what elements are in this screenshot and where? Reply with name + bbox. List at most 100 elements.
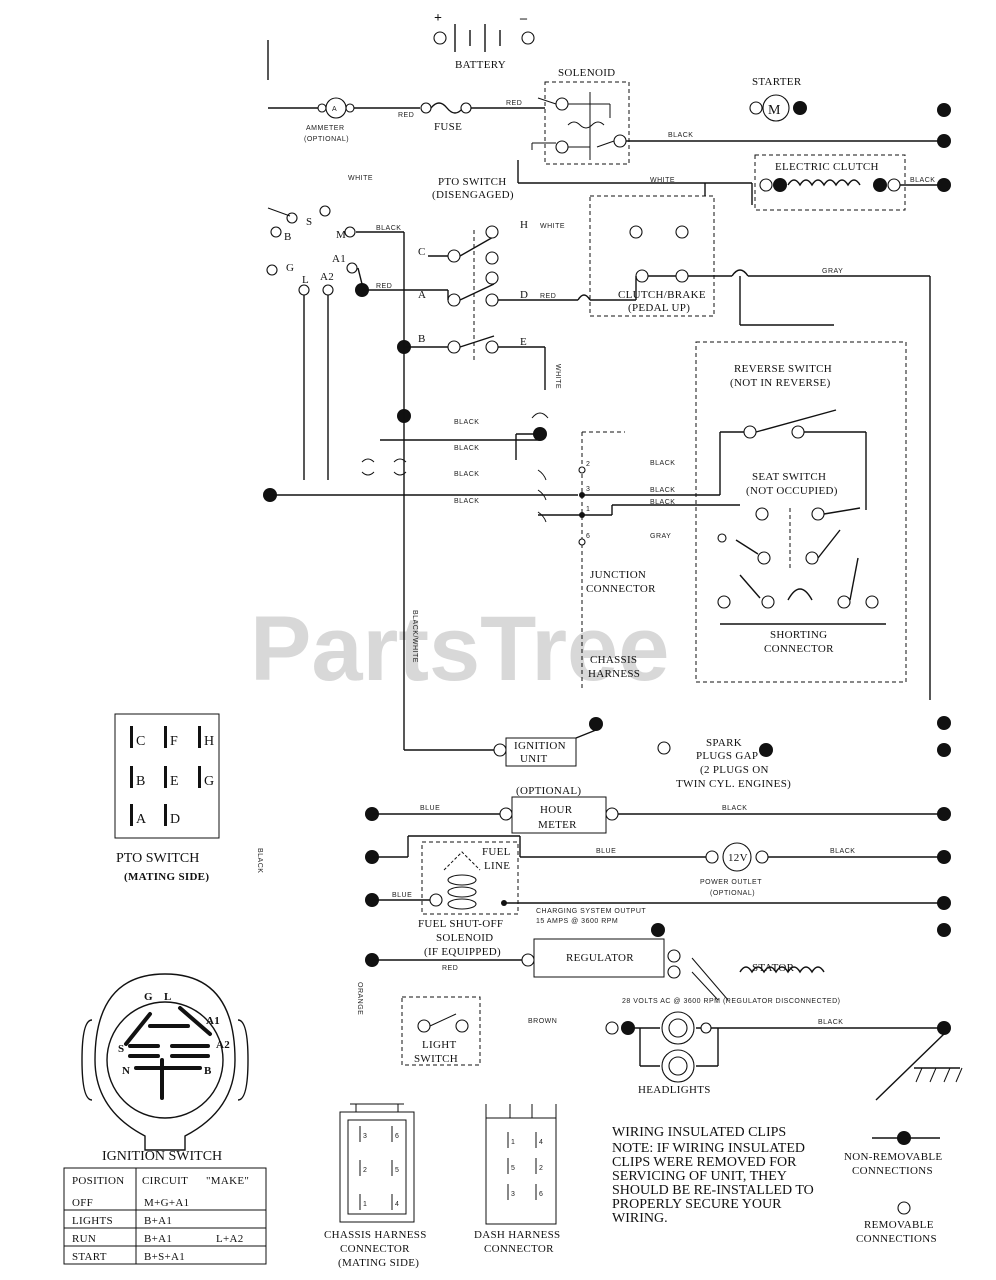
svg-text:BLACK: BLACK bbox=[910, 177, 935, 184]
svg-text:A1: A1 bbox=[206, 1015, 220, 1027]
wiring-note: WIRING INSULATED CLIPS NOTE: IF WIRING I… bbox=[612, 1125, 814, 1226]
svg-text:(PEDAL UP): (PEDAL UP) bbox=[628, 302, 690, 314]
pto-terminal-bar bbox=[130, 726, 133, 748]
pto-terminal-h: H bbox=[204, 734, 214, 749]
svg-text:A2: A2 bbox=[320, 271, 334, 283]
svg-text:S: S bbox=[118, 1043, 124, 1055]
svg-text:BLACK: BLACK bbox=[454, 445, 479, 452]
chassis-harness-block: REVERSE SWITCH (NOT IN REVERSE) SEAT SWI… bbox=[588, 341, 907, 683]
svg-text:SHORTING: SHORTING bbox=[770, 629, 827, 641]
svg-text:SOLENOID: SOLENOID bbox=[558, 67, 615, 79]
svg-text:WHITE: WHITE bbox=[540, 223, 565, 230]
connector-pin-label: 3 bbox=[511, 1191, 515, 1198]
svg-text:NOTE: IF WIRING INSULATED: NOTE: IF WIRING INSULATED bbox=[612, 1141, 805, 1156]
svg-text:BLACK: BLACK bbox=[376, 225, 401, 232]
svg-text:(NOT IN REVERSE): (NOT IN REVERSE) bbox=[730, 377, 831, 389]
svg-text:AMMETER: AMMETER bbox=[306, 125, 345, 132]
pto-terminal-a: A bbox=[136, 812, 147, 827]
ignition-switch: G L A1 S A2 N B IGNITION SWITCH bbox=[81, 973, 249, 1164]
connector-pin-label: 2 bbox=[363, 1167, 367, 1174]
svg-text:(2 PLUGS ON: (2 PLUGS ON bbox=[700, 764, 769, 776]
svg-text:M: M bbox=[336, 229, 346, 241]
svg-text:(DISENGAGED): (DISENGAGED) bbox=[432, 189, 514, 201]
svg-text:CHASSIS HARNESS: CHASSIS HARNESS bbox=[324, 1229, 427, 1241]
svg-text:CONNECTIONS: CONNECTIONS bbox=[856, 1233, 937, 1245]
svg-text:C: C bbox=[418, 246, 426, 258]
svg-text:SOLENOID: SOLENOID bbox=[436, 932, 493, 944]
svg-text:D: D bbox=[520, 289, 528, 301]
svg-text:BLACK: BLACK bbox=[650, 460, 675, 467]
svg-text:BLACK: BLACK bbox=[650, 487, 675, 494]
svg-text:STATOR: STATOR bbox=[752, 962, 795, 974]
svg-text:S: S bbox=[306, 216, 312, 228]
svg-text:A: A bbox=[332, 106, 337, 113]
svg-text:LINE: LINE bbox=[484, 860, 510, 872]
battery-label: BATTERY bbox=[455, 59, 506, 71]
svg-text:L: L bbox=[302, 274, 309, 286]
table-cell: B+A1 bbox=[144, 1233, 172, 1245]
hour-meter: (OPTIONAL) HOUR METER bbox=[499, 785, 619, 834]
connector-pin-label: 4 bbox=[395, 1201, 399, 1208]
svg-text:(OPTIONAL): (OPTIONAL) bbox=[304, 136, 349, 143]
svg-text:N: N bbox=[122, 1065, 130, 1077]
pto-terminal-g: G bbox=[204, 774, 214, 789]
svg-text:WHITE: WHITE bbox=[554, 364, 561, 389]
svg-text:BLACK: BLACK bbox=[650, 499, 675, 506]
svg-text:L: L bbox=[164, 991, 172, 1003]
watermark: PartsTree bbox=[250, 598, 669, 700]
svg-text:CONNECTOR: CONNECTOR bbox=[586, 583, 656, 595]
svg-text:BLACK: BLACK bbox=[454, 498, 479, 505]
svg-text:G: G bbox=[286, 262, 294, 274]
svg-text:(MATING SIDE): (MATING SIDE) bbox=[338, 1257, 419, 1269]
svg-text:B: B bbox=[204, 1065, 212, 1077]
svg-text:2: 2 bbox=[586, 461, 590, 468]
svg-text:CONNECTOR: CONNECTOR bbox=[340, 1243, 410, 1255]
pto-terminal-d: D bbox=[170, 812, 180, 827]
svg-text:RED: RED bbox=[442, 965, 458, 972]
ignition-switch-label: IGNITION SWITCH bbox=[102, 1149, 222, 1164]
svg-text:RED: RED bbox=[376, 283, 392, 290]
connector-pin-label: 1 bbox=[511, 1139, 515, 1146]
svg-text:A: A bbox=[418, 289, 426, 301]
svg-text:A2: A2 bbox=[216, 1039, 230, 1051]
svg-text:CLIPS WERE REMOVED FOR: CLIPS WERE REMOVED FOR bbox=[612, 1155, 797, 1170]
nonremovable-connection-symbol bbox=[897, 1131, 911, 1145]
svg-text:PLUGS GAP: PLUGS GAP bbox=[696, 750, 758, 762]
svg-text:PTO SWITCH: PTO SWITCH bbox=[116, 851, 199, 866]
svg-text:UNIT: UNIT bbox=[520, 753, 547, 765]
svg-text:HOUR: HOUR bbox=[540, 804, 573, 816]
spark-plugs: SPARK PLUGS GAP (2 PLUGS ON TWIN CYL. EN… bbox=[657, 737, 791, 790]
connector-pin-label: 4 bbox=[539, 1139, 543, 1146]
pto-terminal-bar bbox=[164, 804, 167, 826]
svg-text:PROPERLY SECURE YOUR: PROPERLY SECURE YOUR bbox=[612, 1197, 782, 1212]
svg-text:BLACK: BLACK bbox=[454, 471, 479, 478]
svg-text:PTO SWITCH: PTO SWITCH bbox=[438, 176, 507, 188]
svg-text:ORANGE: ORANGE bbox=[356, 982, 363, 1015]
svg-text:METER: METER bbox=[538, 819, 577, 831]
connector-pin-label: 6 bbox=[395, 1133, 399, 1140]
svg-text:HARNESS: HARNESS bbox=[588, 668, 640, 680]
svg-text:(OPTIONAL): (OPTIONAL) bbox=[516, 785, 581, 797]
connection-point bbox=[937, 103, 951, 117]
svg-text:BLUE: BLUE bbox=[392, 892, 412, 899]
svg-text:WIRING INSULATED CLIPS: WIRING INSULATED CLIPS bbox=[612, 1125, 786, 1140]
pto-terminal-f: F bbox=[170, 734, 178, 749]
pto-terminal-bar bbox=[130, 766, 133, 788]
table-cell: B+S+A1 bbox=[144, 1251, 185, 1263]
table-header: "MAKE" bbox=[206, 1175, 249, 1187]
svg-text:IGNITION: IGNITION bbox=[514, 740, 566, 752]
svg-text:1: 1 bbox=[586, 506, 590, 513]
svg-text:SWITCH: SWITCH bbox=[414, 1053, 458, 1065]
pto-terminal-e: E bbox=[170, 774, 179, 789]
ignition-unit: IGNITION UNIT bbox=[404, 717, 603, 767]
svg-text:E: E bbox=[520, 336, 527, 348]
svg-text:BLACK: BLACK bbox=[818, 1019, 843, 1026]
pto-terminal-c: C bbox=[136, 734, 145, 749]
svg-text:NON-REMOVABLE: NON-REMOVABLE bbox=[844, 1151, 942, 1163]
svg-text:FUSE: FUSE bbox=[434, 121, 462, 133]
table-cell: OFF bbox=[72, 1197, 93, 1209]
svg-text:15 AMPS @ 3600 RPM: 15 AMPS @ 3600 RPM bbox=[536, 918, 618, 925]
svg-text:SHOULD BE RE-INSTALLED TO: SHOULD BE RE-INSTALLED TO bbox=[612, 1183, 814, 1198]
starter: STARTER M bbox=[749, 76, 807, 122]
